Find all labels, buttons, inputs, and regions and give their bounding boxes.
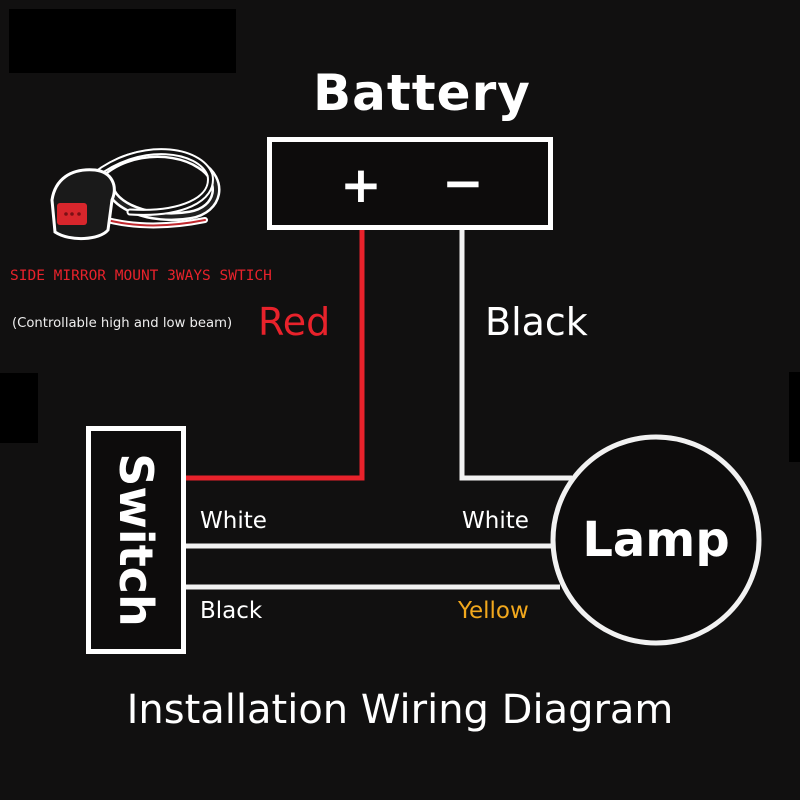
black-wire-label: Black: [485, 300, 588, 344]
yellow-wire-label: Yellow: [458, 598, 529, 624]
red-wire-label: Red: [258, 300, 331, 344]
black-wire: [459, 228, 572, 481]
product-name: SIDE MIRROR MOUNT 3WAYS SWTICH: [10, 268, 272, 284]
switch-box: Switch: [86, 426, 186, 654]
diagram-caption: Installation Wiring Diagram: [126, 687, 674, 733]
product-note: (Controllable high and low beam): [12, 316, 233, 331]
black-wire-label-bottom: Black: [200, 598, 263, 624]
positive-terminal: +: [340, 156, 382, 214]
battery-title: Battery: [313, 64, 531, 122]
battery-box: + −: [267, 137, 553, 230]
switch-label: Switch: [109, 453, 163, 627]
red-wire: [184, 228, 365, 481]
dark-patch-left: [0, 373, 38, 443]
negative-terminal: −: [442, 154, 484, 212]
white-wire-label-left: White: [200, 508, 267, 534]
lamp-label: Lamp: [582, 512, 730, 568]
dark-patch-top: [9, 9, 236, 73]
white-wire-label-right: White: [462, 508, 529, 534]
lamp-circle: [550, 434, 762, 646]
dark-patch-right: [789, 372, 800, 462]
